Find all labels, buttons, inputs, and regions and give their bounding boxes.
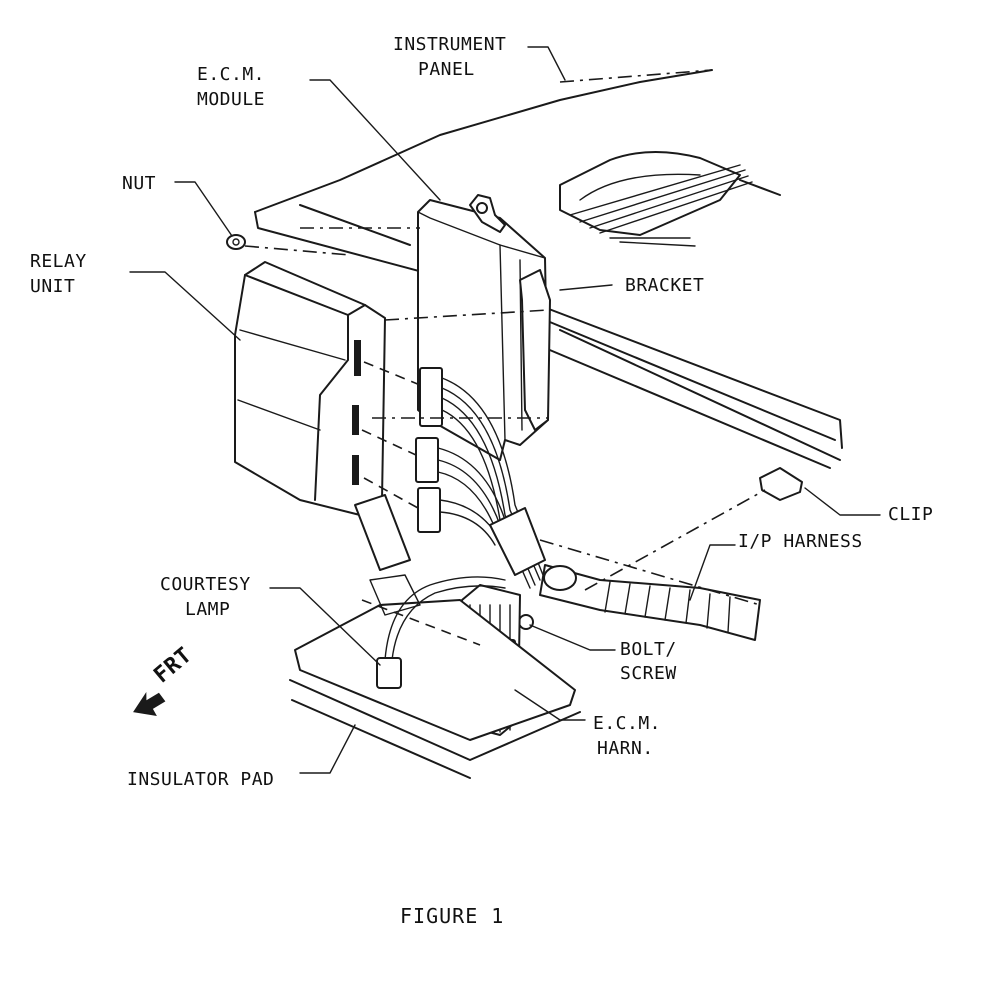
bolt-screw-part (518, 614, 534, 630)
leader-courtesy-lamp (269, 587, 381, 666)
assembly-line-clip (584, 489, 766, 591)
assembly-line-bracket (384, 309, 549, 321)
label-instrument-panel-1: INSTRUMENT (393, 34, 507, 55)
leader-ecm-module (309, 79, 441, 201)
dash-wires-4 (599, 181, 753, 234)
harness-tape (489, 507, 546, 576)
label-courtesy-lamp-1: COURTESY (160, 574, 251, 595)
dash-wires-1 (569, 164, 741, 216)
wire-bundle-3 (441, 397, 536, 586)
assembly-line-relay-3 (363, 477, 419, 509)
wire-bundle-2 (441, 387, 541, 581)
nut-hole (232, 238, 240, 246)
label-ecm-harn-2: HARN. (597, 738, 654, 759)
instrument-panel-lower-edge (544, 319, 836, 441)
assembly-line-nut (244, 245, 351, 256)
instrument-panel-dashline (559, 69, 713, 83)
wire-bundle-7 (437, 471, 496, 529)
wire-bundle-6 (437, 459, 501, 526)
relay-unit-bevel (314, 314, 349, 501)
instrument-panel-inner-line (299, 204, 411, 246)
ip-harness-wrap-5 (685, 589, 691, 624)
nut-part (226, 234, 246, 250)
figure-caption: FIGURE 1 (400, 904, 505, 928)
label-bolt-screw-1: BOLT/ (620, 639, 677, 660)
wire-bundle-4 (441, 409, 531, 589)
dash-vent-curve (579, 173, 701, 201)
label-relay-unit-1: RELAY (30, 251, 87, 272)
bracket-body (519, 269, 551, 431)
courtesy-lamp-wire (384, 576, 506, 661)
ecm-module-stud (476, 202, 488, 214)
leader-nut (174, 181, 233, 237)
connector-middle (415, 437, 439, 483)
relay-unit-rib-1 (239, 329, 346, 361)
courtesy-lamp-wire-2 (391, 585, 506, 661)
dash-wires-6 (619, 241, 696, 247)
label-insulator-pad: INSULATOR PAD (127, 769, 275, 790)
insulator-pad-lower (289, 679, 581, 761)
assembly-line-relay-2 (361, 429, 417, 456)
leader-ecm-harn (514, 689, 586, 721)
label-bracket: BRACKET (625, 275, 705, 296)
clip-part (759, 467, 803, 501)
connector-lower (417, 487, 441, 533)
label-ecm-harn-1: E.C.M. (593, 713, 662, 734)
ip-harness-wrap-4 (664, 587, 671, 621)
leader-insulator-pad (299, 724, 356, 774)
relay-slot-2 (352, 405, 359, 435)
wire-bundle-5 (437, 447, 506, 521)
front-arrow-icon (133, 691, 166, 717)
instrument-panel-inner-line-2 (739, 179, 781, 196)
insulator-pad-base (291, 699, 471, 779)
leader-relay-unit (129, 271, 241, 341)
dash-wires-3 (589, 175, 749, 229)
leader-instrument-panel (527, 46, 566, 81)
instrument-panel-lower-edge-2 (544, 347, 831, 469)
ip-harness-wrap-3 (644, 585, 651, 618)
leader-ip-harness (689, 544, 736, 601)
label-clip: CLIP (888, 504, 934, 525)
label-relay-unit-2: UNIT (30, 276, 76, 297)
dash-wires-2 (579, 169, 746, 223)
ip-harness-wrap-7 (727, 596, 731, 633)
ip-harness-grommet (543, 565, 577, 591)
assembly-line-grommet (539, 539, 761, 606)
ip-harness-wrap-2 (624, 583, 631, 615)
wire-bundle-9 (439, 511, 496, 546)
ecm-module-edge (417, 211, 546, 259)
relay-slot-1 (354, 340, 361, 376)
insulator-pad (294, 599, 576, 741)
connector-upper (419, 367, 443, 427)
leader-bolt-screw (529, 624, 616, 651)
relay-mount-plate (354, 494, 411, 571)
instrument-panel-far-edge (559, 329, 841, 461)
label-bolt-screw-2: SCREW (620, 663, 677, 684)
leader-bracket (559, 284, 613, 291)
ip-harness-wrap-6 (706, 593, 711, 629)
courtesy-lamp-socket (376, 657, 402, 689)
label-ip-harness: I/P HARNESS (738, 531, 863, 552)
assembly-line-lamp (361, 599, 481, 646)
label-nut: NUT (122, 173, 157, 194)
relay-unit-rib-2 (237, 399, 321, 431)
relay-slot-3 (352, 455, 359, 485)
instrument-panel-outline (254, 69, 713, 213)
label-ecm-module-2: MODULE (197, 89, 266, 110)
label-courtesy-lamp-2: LAMP (185, 599, 231, 620)
ip-harness-wrap-1 (604, 581, 611, 613)
label-instrument-panel-2: PANEL (418, 59, 475, 80)
leader-clip (804, 487, 881, 516)
courtesy-lamp-support (369, 574, 421, 616)
ecm-module-side (499, 244, 506, 441)
label-ecm-module-1: E.C.M. (197, 64, 266, 85)
dash-vent (559, 151, 741, 236)
wire-bundle-1 (441, 377, 546, 581)
